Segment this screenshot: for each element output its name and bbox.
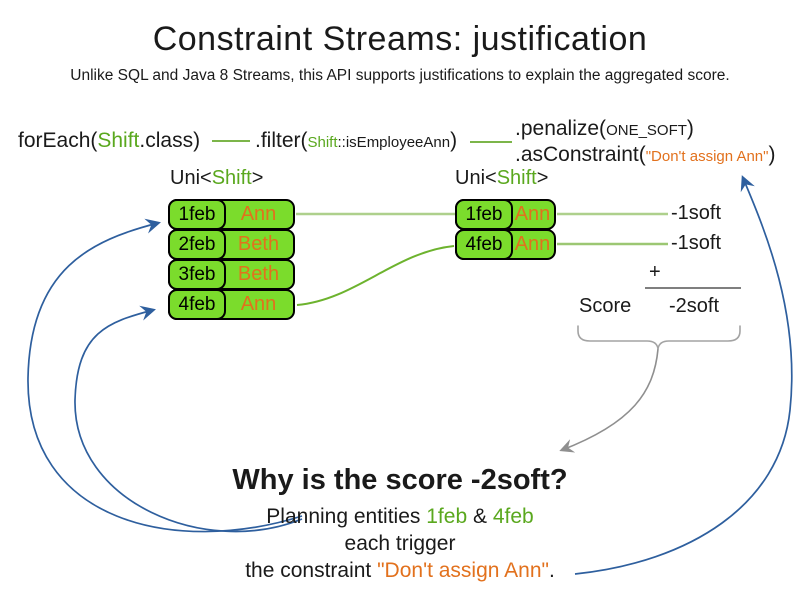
score-total: -2soft [669,295,720,317]
code-foreach: forEach(Shift.class) [18,129,200,153]
shift-date-chip: 4feb [455,229,513,260]
score-label: Score [579,295,632,317]
shift-date-chip: 4feb [168,289,226,320]
why-line-trigger: each trigger [344,532,456,555]
foreach-suffix: .class) [139,129,201,152]
arrow-to-4feb-row [74,305,303,533]
entity-1feb: 1feb [426,505,468,528]
row-score-1: -1soft [671,202,722,224]
shift-employee: Beth [237,263,280,285]
asconstraint-arg: "Don't assign Ann" [645,148,769,165]
why-line-entities: Planning entities 1feb & 4feb [266,505,534,528]
filter-suffix: ) [450,129,458,152]
left-shift-group: 1feb Ann 2feb Beth 3feb Beth 4feb Ann [168,199,295,320]
constraint-name: "Don't assign Ann" [377,559,549,582]
why-heading: Why is the score -2soft? [232,464,568,496]
score-underbrace [577,325,741,350]
shift-employee: Ann [514,233,551,255]
shift-row-4feb-ann: 4feb Ann [168,289,295,320]
right-stream-type-label: Uni<Shift> [455,167,549,189]
penalize-arg: ONE_SOFT [606,122,687,139]
foreach-prefix: forEach( [18,129,98,152]
shift-date-chip: 3feb [168,259,226,290]
filtered-row-1feb-ann: 1feb Ann [455,199,556,230]
shift-date-chip: 1feb [168,199,226,230]
right-shift-group: 1feb Ann 4feb Ann [455,199,556,260]
foreach-class: Shift [97,129,140,152]
connector-4feb-left-to-right [296,245,455,306]
left-stream-type-label: Uni<Shift> [170,167,264,189]
asconstraint-suffix: ) [768,143,776,166]
penalize-suffix: ) [686,117,694,140]
shift-employee: Ann [240,293,277,315]
shift-date-chip: 2feb [168,229,226,260]
why-line-constraint: the constraint "Don't assign Ann". [245,559,555,582]
filter-prefix: .filter( [255,129,308,152]
shift-row-3feb-beth: 3feb Beth [168,259,295,290]
plus-sign: + [649,261,661,283]
code-penalize: .penalize(ONE_SOFT) [515,117,694,141]
shift-employee: Ann [514,203,551,225]
shift-row-2feb-beth: 2feb Beth [168,229,295,260]
shift-employee: Beth [237,233,280,255]
penalize-prefix: .penalize( [515,117,607,140]
asconstraint-prefix: .asConstraint( [515,143,646,166]
score-explanation-arrow [559,348,659,453]
sum-rule [645,287,741,289]
row-score-2: -1soft [671,232,722,254]
page-title: Constraint Streams: justification [152,20,648,58]
subtitle: Unlike SQL and Java 8 Streams, this API … [70,67,730,84]
shift-row-1feb-ann: 1feb Ann [168,199,295,230]
entity-4feb: 4feb [492,505,534,528]
filter-class: Shift [307,134,338,151]
filter-method: ::isEmployeeAnn [337,134,451,151]
code-asconstraint: .asConstraint("Don't assign Ann") [515,143,775,167]
shift-date-chip: 1feb [455,199,513,230]
shift-employee: Ann [240,203,277,225]
code-filter: .filter(Shift::isEmployeeAnn) [255,129,457,153]
filtered-row-4feb-ann: 4feb Ann [455,229,556,260]
